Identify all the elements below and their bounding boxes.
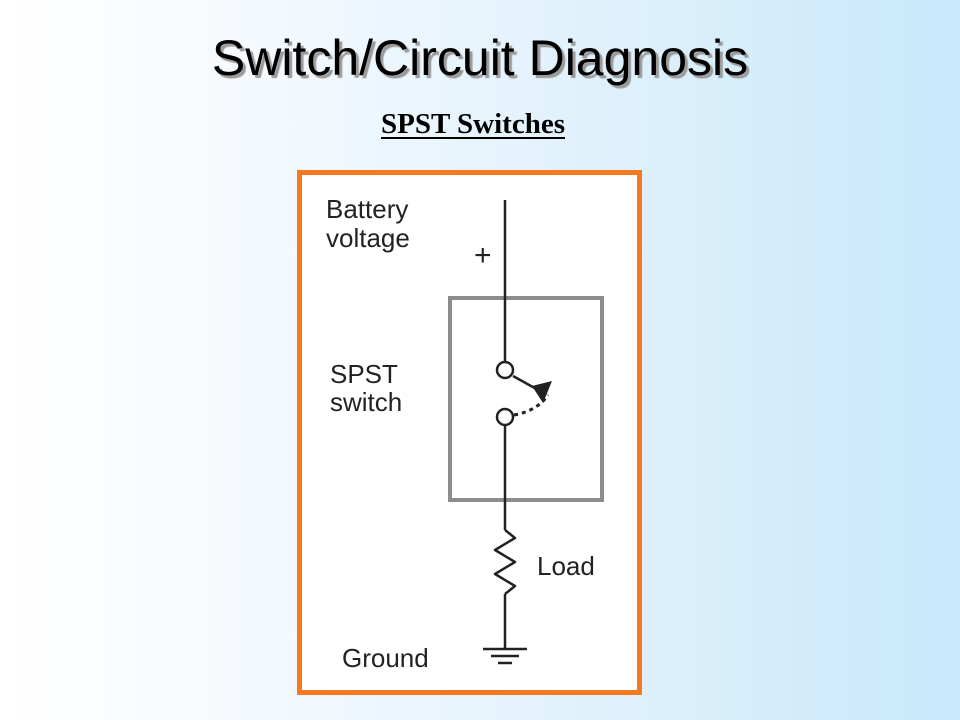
resistor-icon xyxy=(493,529,517,595)
switch-enclosure-box xyxy=(448,296,604,502)
spst-switch-icon xyxy=(495,360,552,427)
battery-voltage-label-line1: Battery xyxy=(326,194,408,224)
page-subtitle: SPST Switches xyxy=(381,108,565,140)
battery-voltage-label-line2: voltage xyxy=(326,223,410,253)
positive-terminal-sign: + xyxy=(474,239,492,272)
ground-icon xyxy=(483,647,527,665)
circuit-diagram: Battery voltage + SPST switch Load Groun… xyxy=(326,194,604,673)
circuit-diagram-frame: Battery voltage + SPST switch Load Groun… xyxy=(297,170,642,695)
load-label: Load xyxy=(537,551,595,581)
page-title: Switch/Circuit Diagnosis xyxy=(211,30,749,86)
spst-switch-label-line1: SPST xyxy=(330,359,398,389)
ground-label: Ground xyxy=(342,643,429,673)
spst-switch-label-line2: switch xyxy=(330,387,402,417)
